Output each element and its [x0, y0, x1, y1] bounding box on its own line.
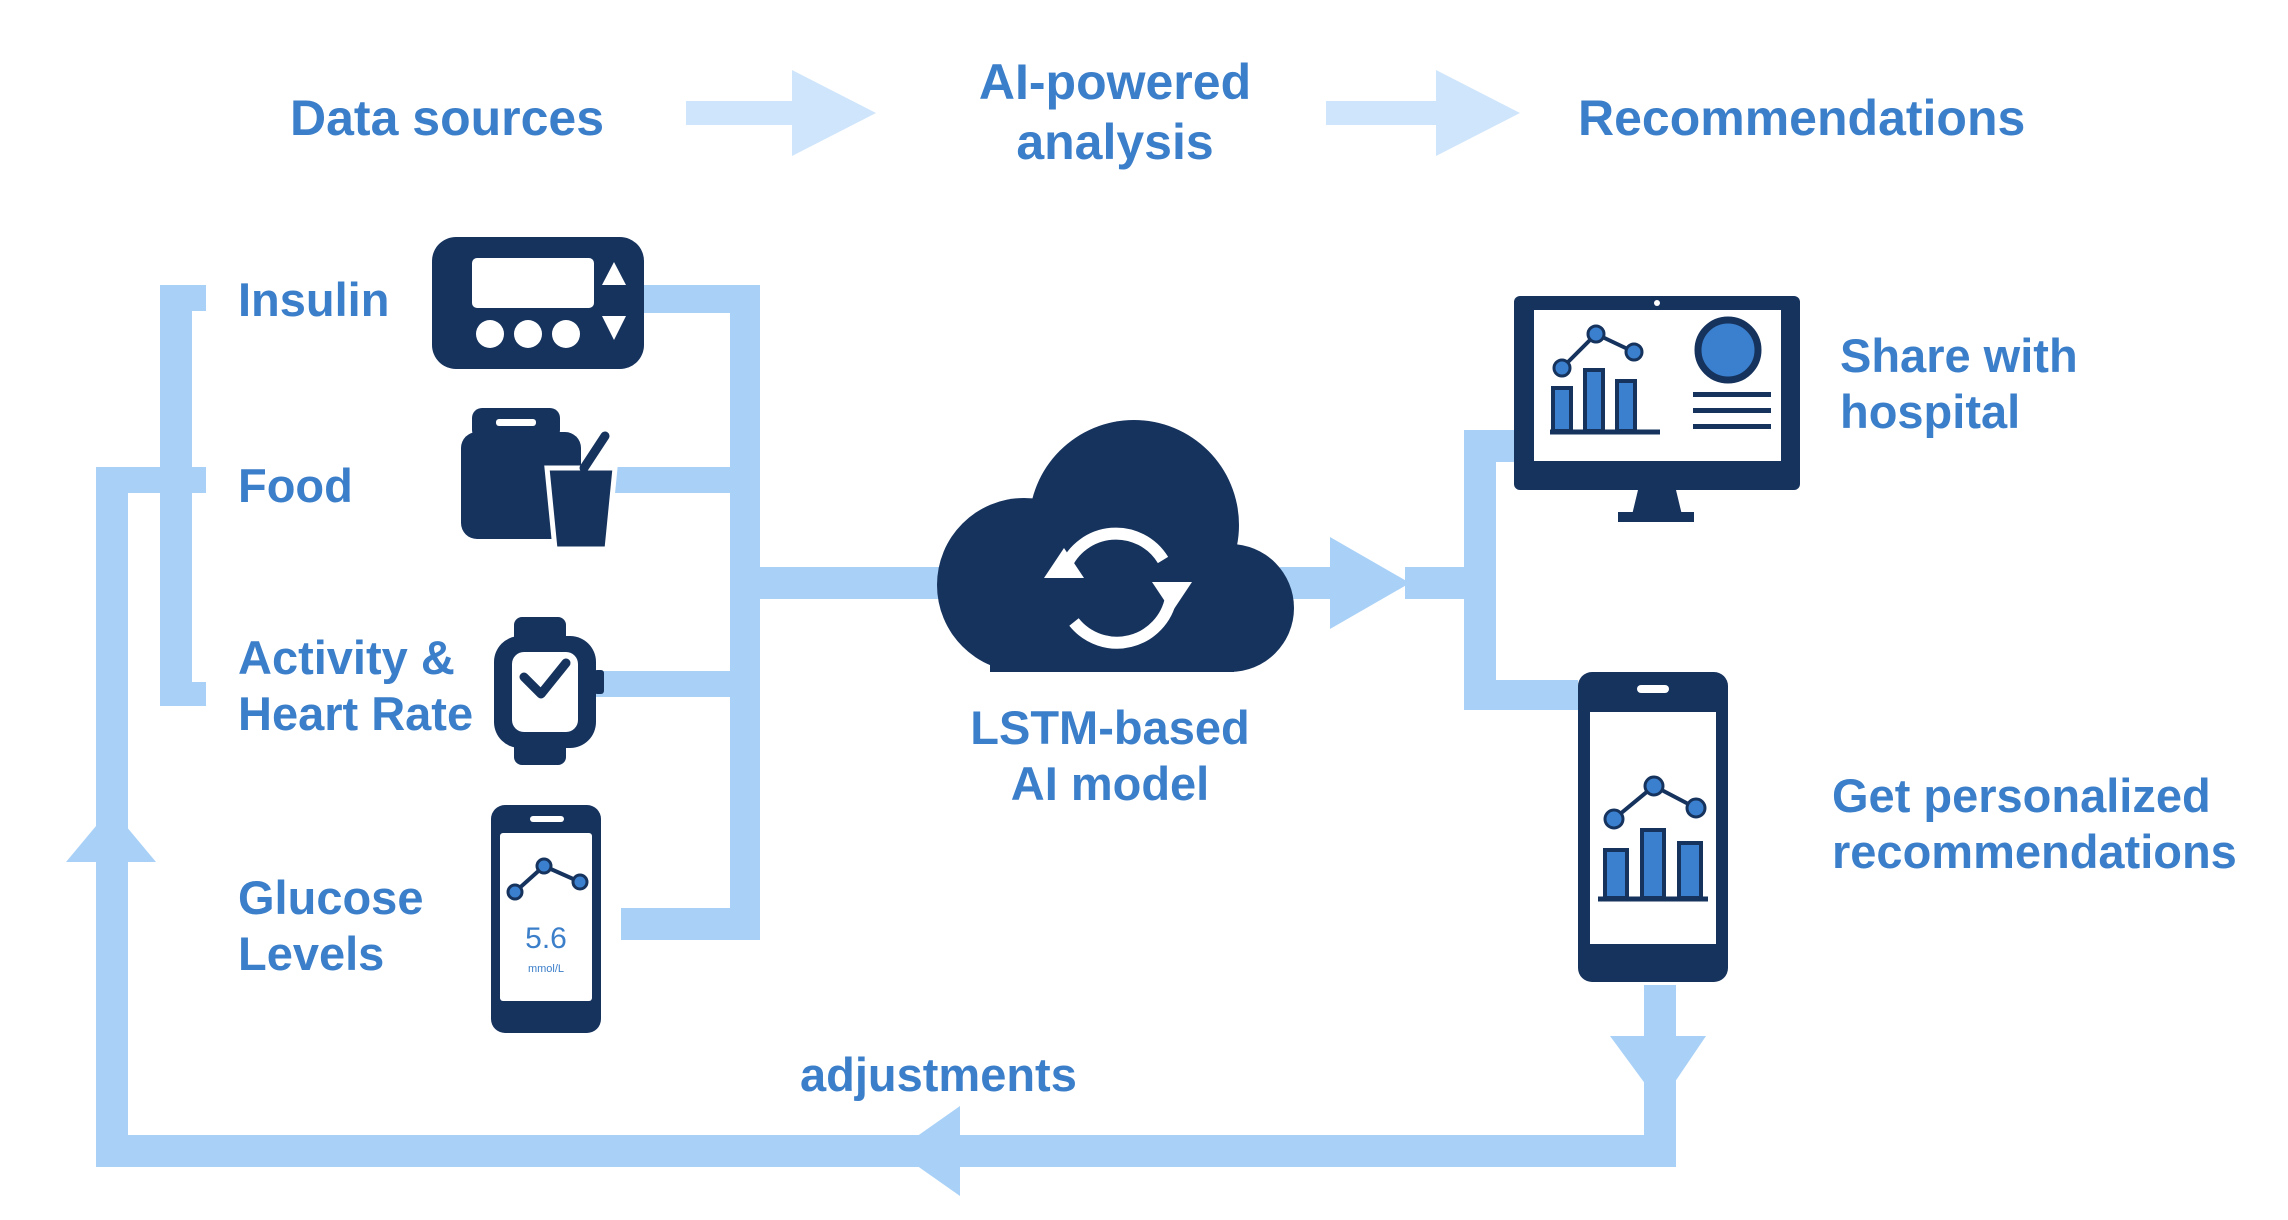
label-personalized: Get personalized recommendations	[1832, 768, 2237, 881]
label-share-line1: Share with	[1840, 329, 2078, 382]
food-icon	[461, 408, 618, 552]
cloud-model-icon	[937, 420, 1294, 672]
label-model-line1: LSTM-based	[970, 701, 1250, 754]
label-activity-line2: Heart Rate	[238, 687, 474, 741]
label-share-line2: hospital	[1840, 385, 2021, 439]
label-adjustments: adjustments	[800, 1048, 1077, 1101]
phone-icon	[1578, 672, 1728, 982]
header-arrow-2	[1326, 70, 1520, 156]
header-ai-analysis-line1: AI-powered	[978, 54, 1252, 110]
header-ai-analysis-line2: analysis	[1016, 114, 1214, 170]
monitor-icon	[1514, 296, 1800, 522]
label-model: LSTM-based AI model	[940, 700, 1280, 813]
label-insulin: Insulin	[238, 273, 390, 326]
glucose-phone-icon: 5.6 mmol/L	[491, 805, 601, 1033]
insulin-pump-icon	[432, 237, 644, 369]
header-arrow-1	[686, 70, 876, 156]
label-glucose-line1: Glucose	[238, 871, 424, 924]
header-data-sources: Data sources	[290, 90, 605, 146]
label-share-hospital: Share with hospital	[1840, 328, 2078, 441]
flow-pipes	[66, 285, 1706, 1196]
label-glucose-line2: Levels	[238, 927, 385, 981]
header-ai-analysis: AI-powered analysis	[950, 52, 1280, 172]
label-activity: Activity & Heart Rate	[238, 630, 473, 743]
glucose-value: 5.6	[525, 922, 567, 955]
label-personalized-line2: recommendations	[1832, 825, 2237, 879]
label-model-line2: AI model	[1010, 757, 1210, 811]
label-personalized-line1: Get personalized	[1832, 769, 2211, 822]
glucose-unit: mmol/L	[528, 963, 564, 975]
label-glucose: Glucose Levels	[238, 870, 423, 983]
label-food: Food	[238, 459, 353, 512]
smartwatch-icon	[494, 617, 604, 765]
label-activity-line1: Activity &	[238, 631, 455, 684]
header-recommendations: Recommendations	[1578, 90, 2026, 146]
sync-icon	[1044, 527, 1192, 649]
